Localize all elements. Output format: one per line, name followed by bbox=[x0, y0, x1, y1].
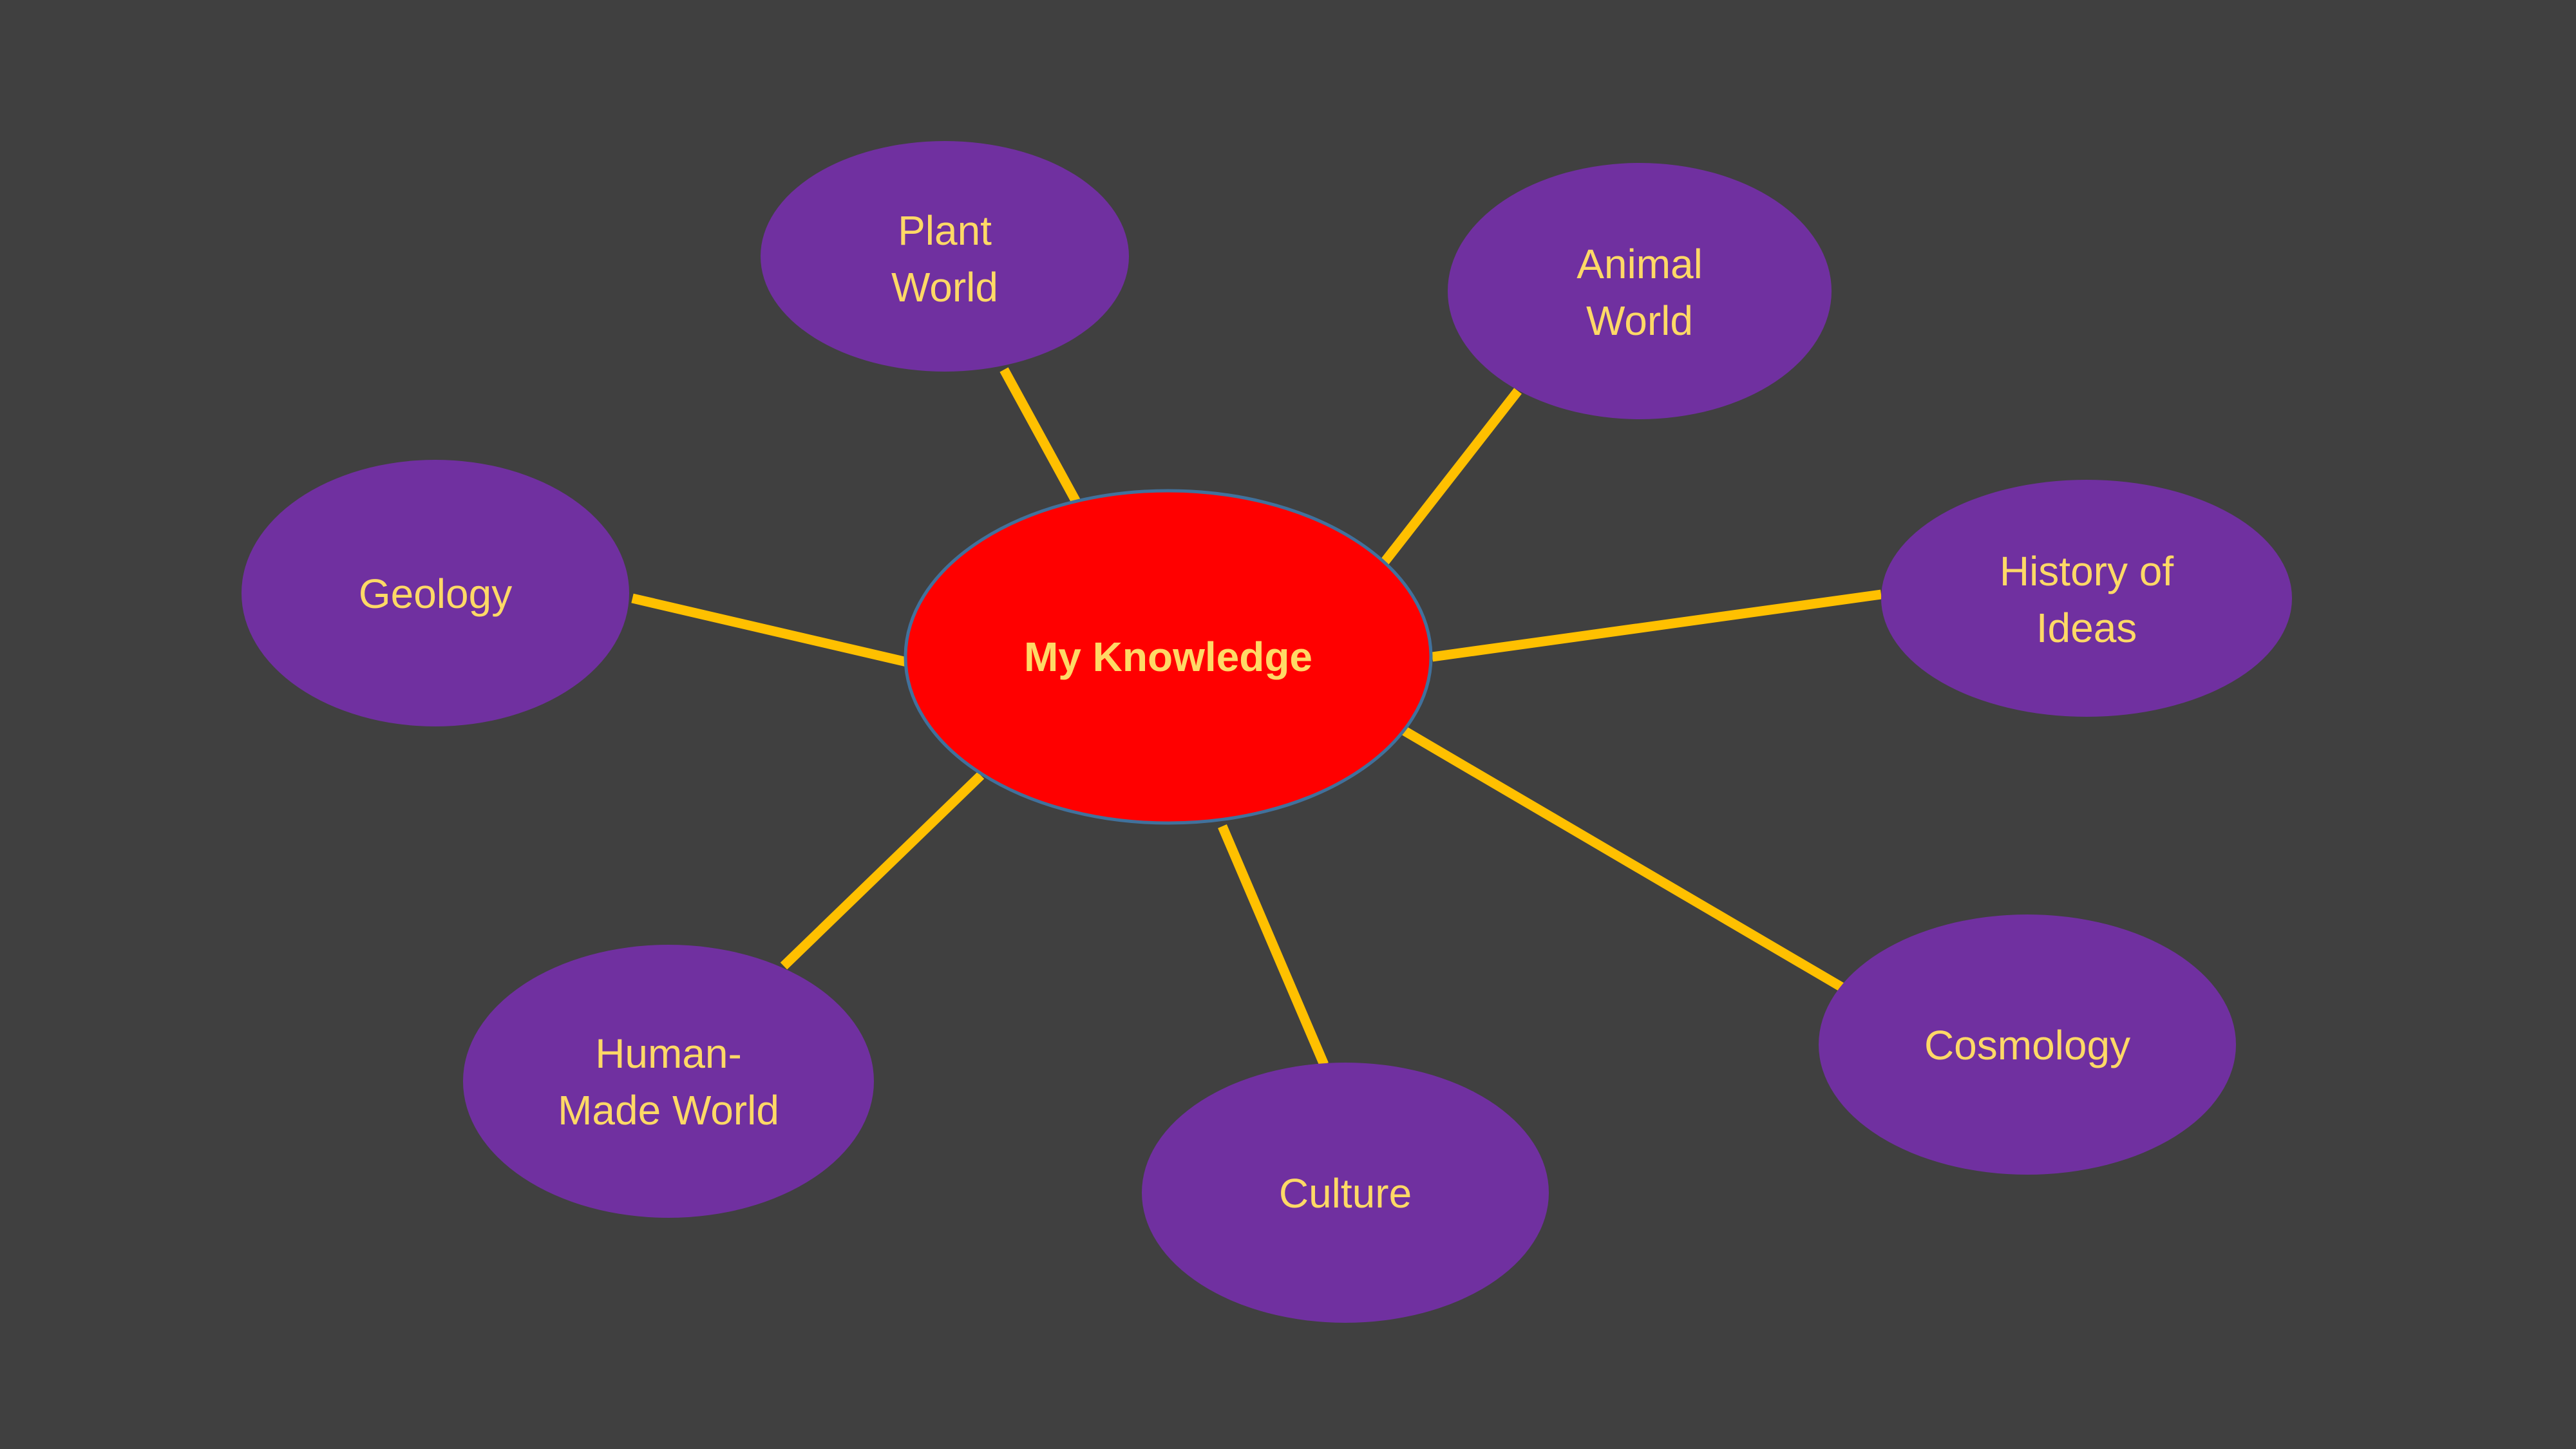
connector-geology bbox=[631, 593, 908, 667]
connector-plant-world bbox=[999, 367, 1084, 510]
node-ellipse[interactable] bbox=[463, 945, 874, 1218]
node-label: Cosmology bbox=[1924, 1022, 2130, 1068]
connector-animal-world bbox=[1379, 388, 1522, 567]
node-geology[interactable]: Geology bbox=[242, 460, 629, 726]
node-animal-world[interactable]: Animal World bbox=[1448, 163, 1832, 419]
node-label: Ideas bbox=[2036, 605, 2137, 651]
node-plant-world[interactable]: Plant World bbox=[761, 141, 1129, 372]
node-label: Geology bbox=[359, 571, 512, 617]
node-ellipse[interactable] bbox=[242, 460, 629, 726]
node-label: Culture bbox=[1279, 1170, 1412, 1217]
connector-history-of-ideas bbox=[1431, 589, 1882, 662]
center-node[interactable]: My Knowledge bbox=[904, 489, 1433, 825]
connector-human-made-world bbox=[780, 772, 985, 970]
center-label: My Knowledge bbox=[1024, 634, 1312, 680]
node-ellipse[interactable] bbox=[1881, 480, 2292, 717]
connectors bbox=[631, 367, 1882, 1066]
node-history-of-ideas[interactable]: History of Ideas bbox=[1881, 480, 2292, 717]
node-culture[interactable]: Culture bbox=[1142, 1063, 1549, 1323]
node-ellipse[interactable] bbox=[1448, 163, 1832, 419]
node-cosmology[interactable]: Cosmology bbox=[1819, 914, 2236, 1175]
center-ellipse[interactable] bbox=[904, 489, 1433, 825]
connector-culture bbox=[1218, 824, 1329, 1066]
connector-cosmology bbox=[1402, 726, 1844, 992]
node-human-made-world[interactable]: Human- Made World bbox=[463, 945, 874, 1218]
node-ellipse[interactable] bbox=[1142, 1063, 1549, 1323]
node-label: Made World bbox=[558, 1087, 779, 1133]
node-ellipse[interactable] bbox=[761, 141, 1129, 372]
node-label: Human- bbox=[595, 1030, 742, 1077]
node-label: Plant bbox=[898, 207, 992, 254]
node-ellipse[interactable] bbox=[1819, 914, 2236, 1175]
node-label: World bbox=[891, 264, 998, 310]
node-label: World bbox=[1586, 298, 1693, 344]
node-label: Animal bbox=[1577, 241, 1703, 287]
node-label: History of bbox=[2000, 548, 2174, 594]
